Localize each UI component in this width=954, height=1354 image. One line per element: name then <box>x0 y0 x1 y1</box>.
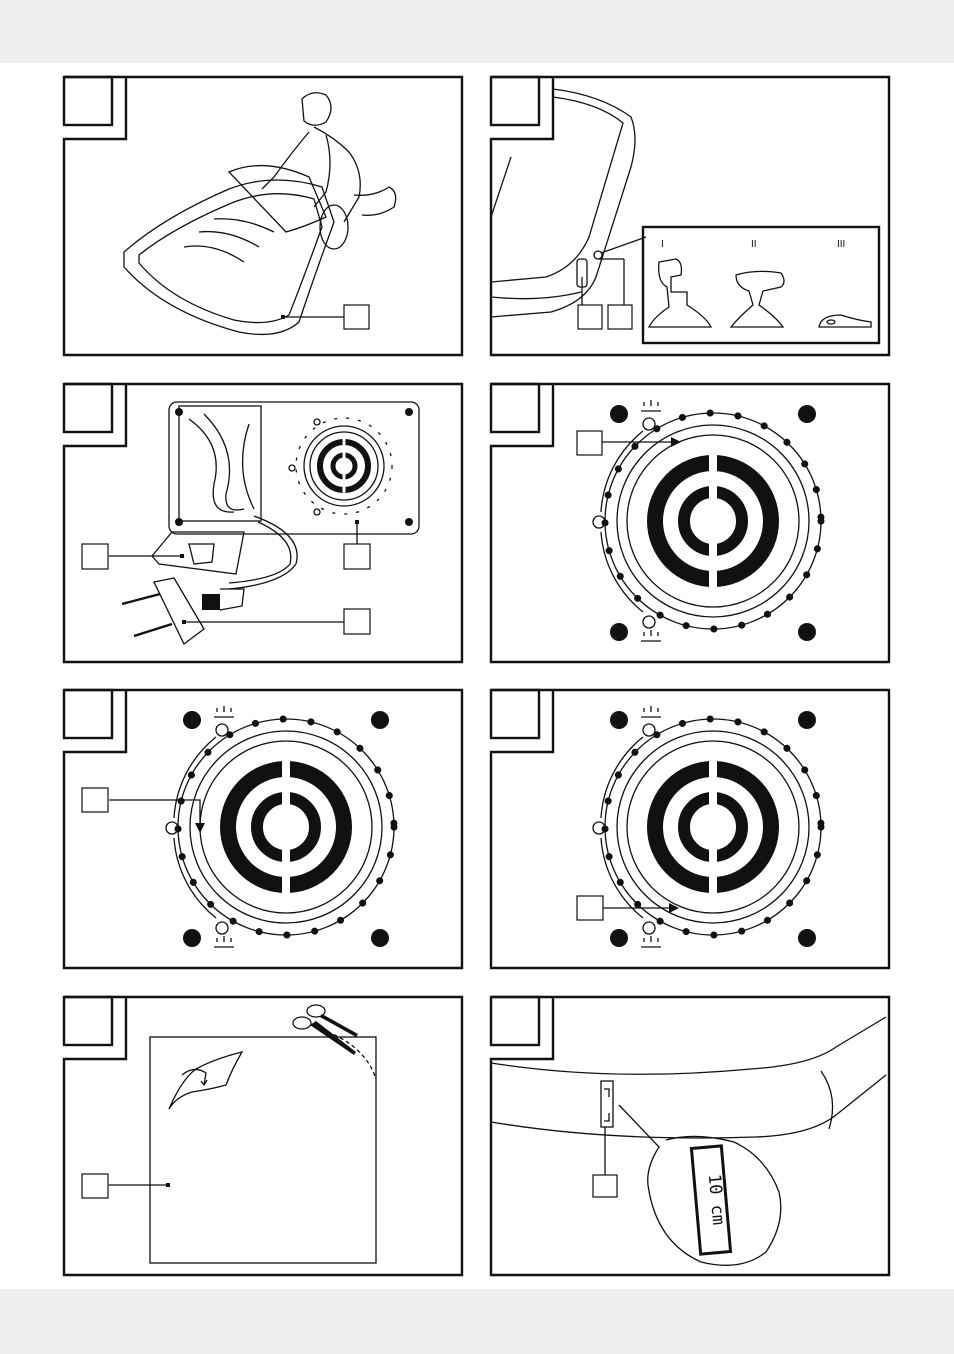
label-box <box>81 543 109 570</box>
label-box <box>576 895 604 921</box>
top-margin-band <box>0 0 954 63</box>
label-box <box>343 543 371 570</box>
figure-7-repair-patch <box>62 995 464 1277</box>
figure-1-number-box <box>62 75 114 127</box>
inflate-icon <box>214 706 234 718</box>
label-box <box>592 1174 618 1198</box>
figure-8-10cm-marker: 10 cm <box>489 995 891 1277</box>
pump-dial-icon <box>592 405 825 641</box>
figure-6-dial-deflate <box>489 688 891 970</box>
label-box <box>343 304 370 330</box>
inflate-icon <box>641 706 661 718</box>
inset-label: III <box>837 239 845 250</box>
figure-5-dial-off <box>62 688 464 970</box>
figure-8-number-box <box>489 995 541 1047</box>
figure-5-number-box <box>62 688 114 740</box>
label-box <box>81 1173 109 1199</box>
pump-dial-icon <box>295 417 393 515</box>
deflate-icon <box>641 630 661 642</box>
figure-1-unroll-mattress <box>62 75 464 357</box>
label-box <box>576 430 603 456</box>
label-box <box>81 787 109 813</box>
pump-dial-icon <box>165 711 398 947</box>
deflate-icon <box>641 936 661 948</box>
adapter-inset <box>641 225 881 345</box>
label-box <box>343 608 371 635</box>
figure-2-valve-adapters: I II III <box>489 75 891 357</box>
deflate-icon <box>214 936 234 948</box>
figure-3-number-box <box>62 382 114 434</box>
bottom-margin-band <box>0 1289 954 1354</box>
figure-6-number-box <box>489 688 541 740</box>
pump-dial-icon <box>592 711 825 947</box>
plug-icon <box>121 577 245 645</box>
inset-label: II <box>751 239 757 250</box>
figure-4-dial-inflate <box>489 382 891 664</box>
inset-label: I <box>661 239 664 250</box>
scissors-icon <box>292 1004 358 1055</box>
figure-3-pump-unit <box>62 382 464 664</box>
label-box <box>607 304 633 330</box>
figure-2-number-box <box>489 75 541 127</box>
label-box <box>577 304 603 330</box>
inflate-icon <box>641 400 661 412</box>
figure-4-number-box <box>489 382 541 434</box>
marker-text: 10 cm <box>704 1173 728 1226</box>
figure-7-number-box <box>62 995 114 1047</box>
